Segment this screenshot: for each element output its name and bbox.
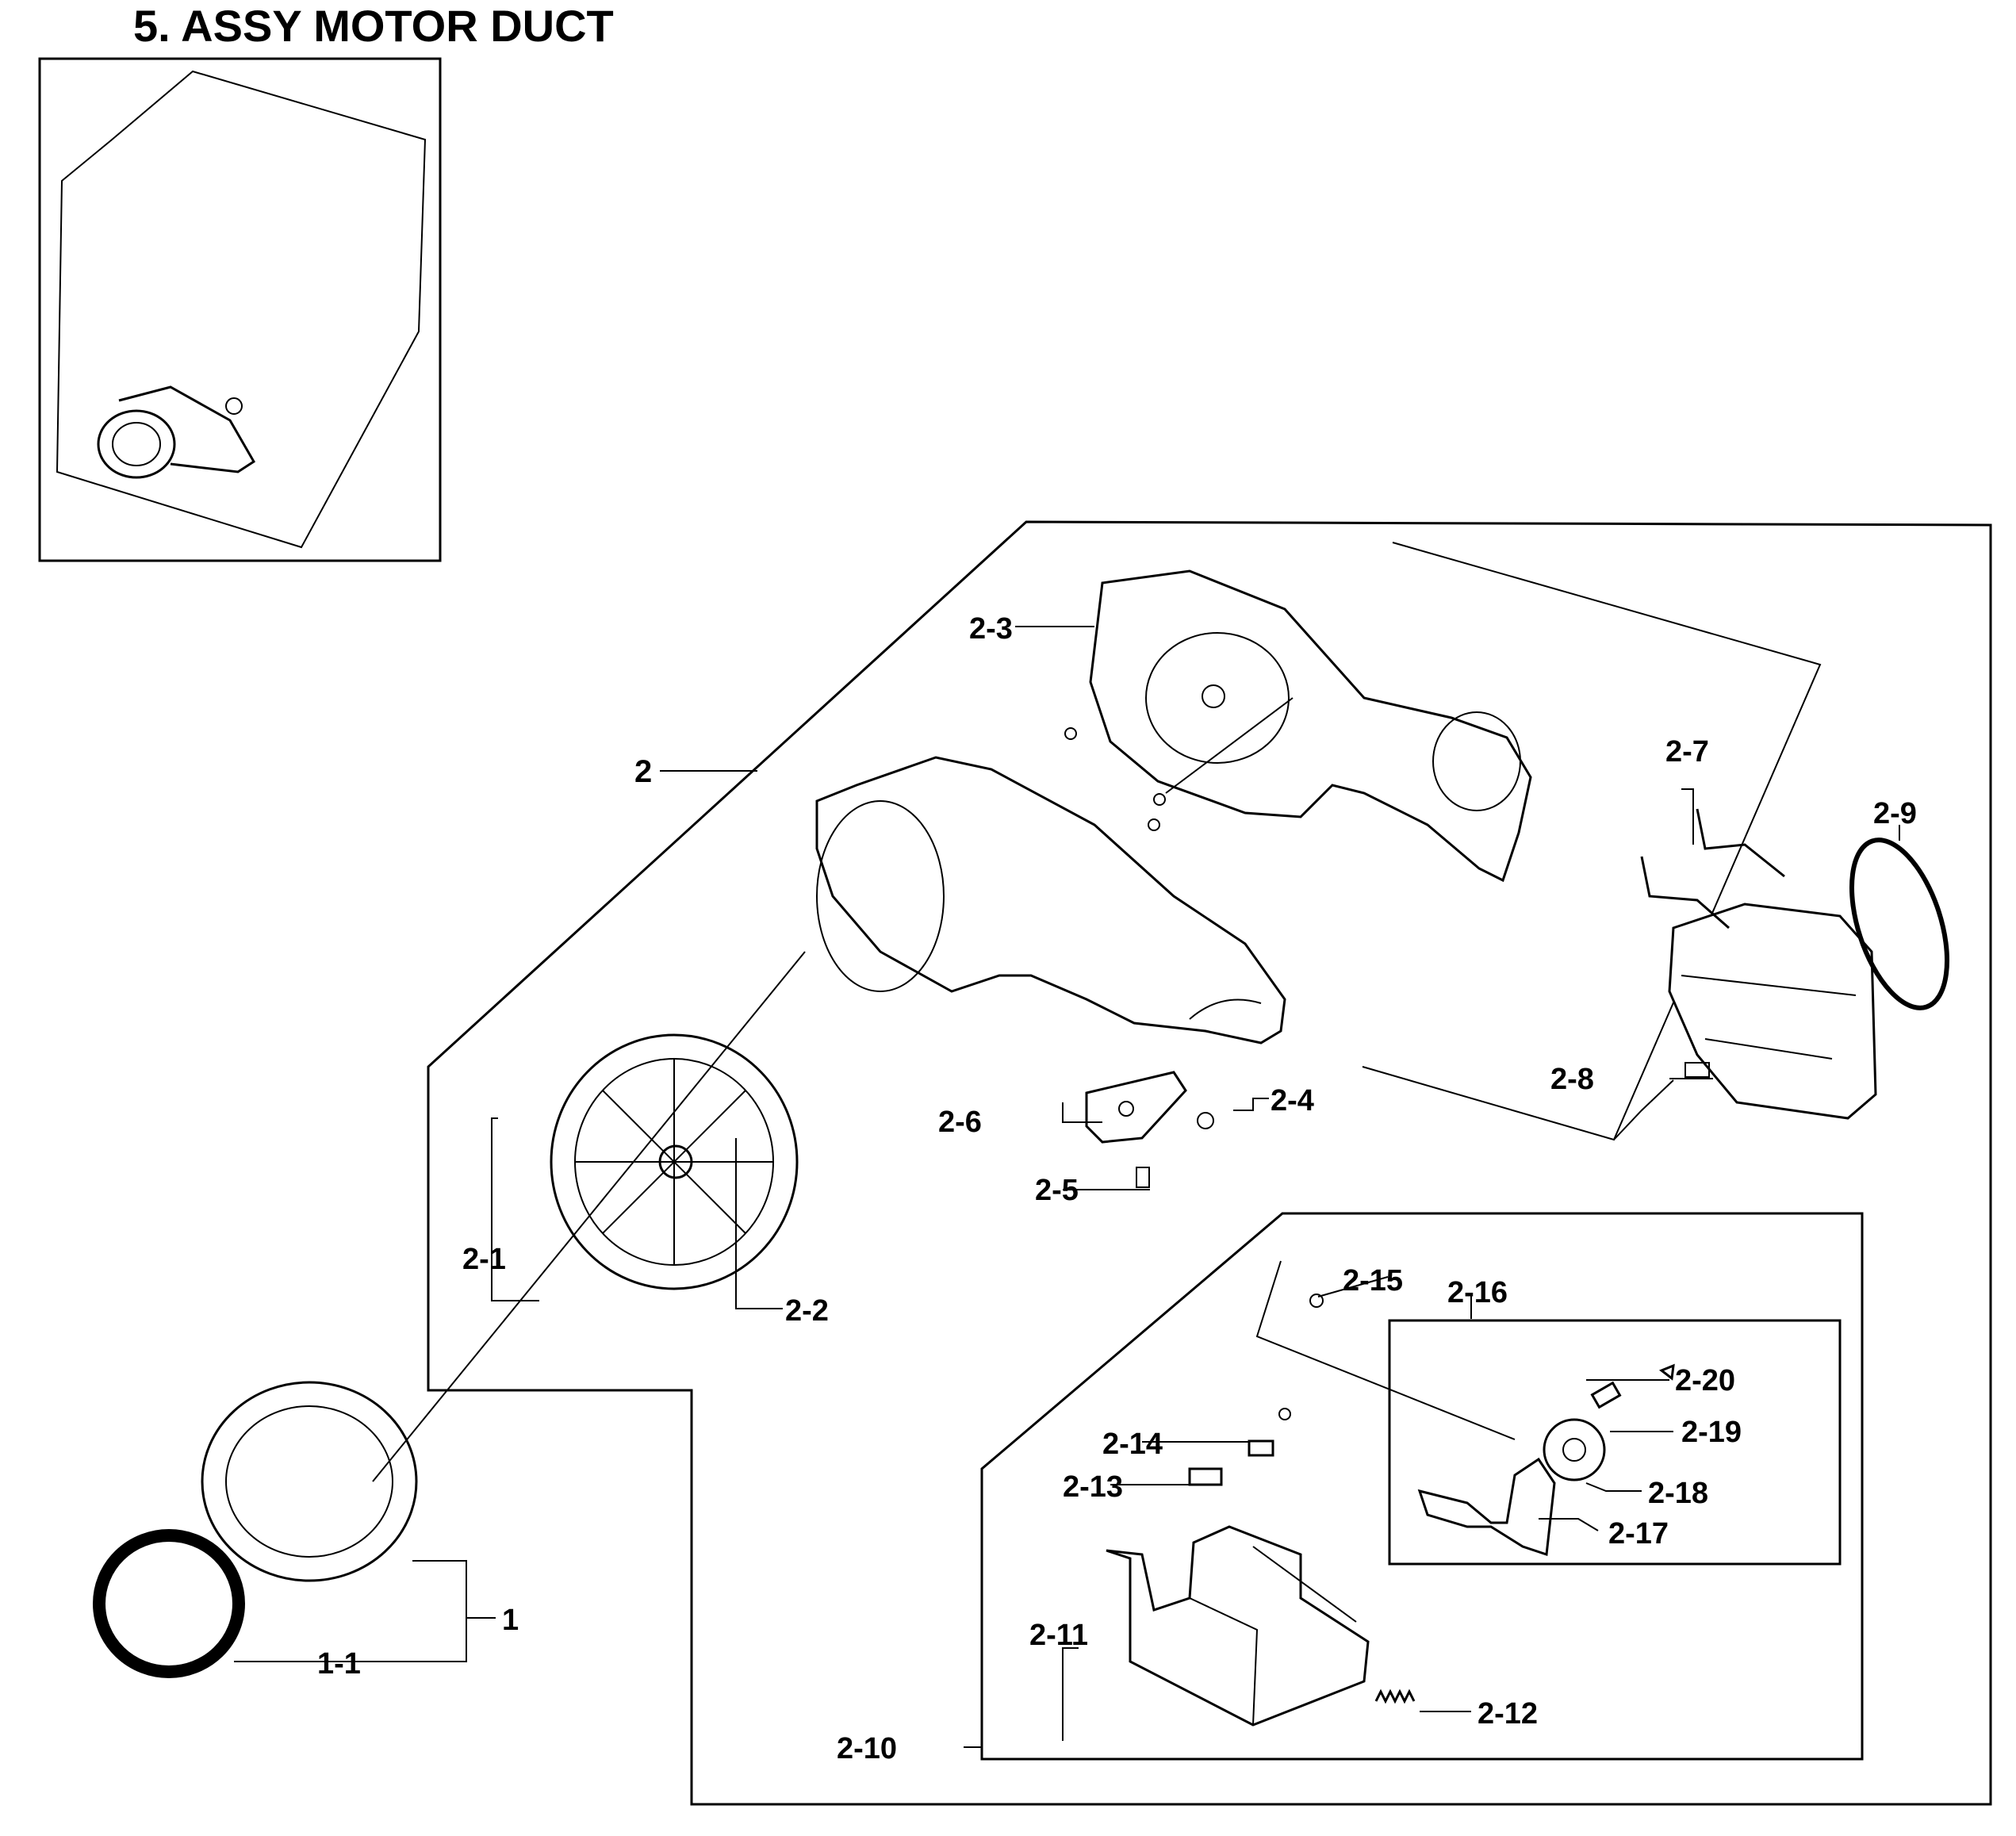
callout-2-10: 2-10 bbox=[837, 1732, 897, 1765]
callout-1: 1 bbox=[502, 1604, 519, 1637]
inset-frame bbox=[38, 57, 442, 562]
callout-2-7: 2-7 bbox=[1665, 735, 1709, 769]
callout-2-11: 2-11 bbox=[1029, 1619, 1088, 1652]
callout-2-14: 2-14 bbox=[1102, 1428, 1163, 1461]
callout-2-4: 2-4 bbox=[1271, 1084, 1314, 1117]
motor-clamps bbox=[1640, 808, 1785, 929]
drive-belt bbox=[1849, 838, 1950, 1010]
callout-labels: 2 2-1 2-2 2-3 2-4 2-5 2-6 2-7 2-8 2-9 2-… bbox=[317, 612, 1917, 1765]
idler-assembly bbox=[1309, 1294, 1675, 1557]
callout-2-3: 2-3 bbox=[969, 612, 1013, 646]
callout-2-18: 2-18 bbox=[1648, 1477, 1708, 1510]
assembly-2-10-boundary bbox=[980, 1212, 1864, 1761]
drive-motor bbox=[1668, 903, 1877, 1120]
blower-wheel bbox=[550, 1033, 799, 1290]
callout-2-15: 2-15 bbox=[1343, 1264, 1403, 1297]
callout-2-8: 2-8 bbox=[1550, 1063, 1594, 1096]
motor-plane bbox=[1362, 542, 1822, 1141]
callout-2-19: 2-19 bbox=[1681, 1416, 1742, 1449]
front-bearing-plate bbox=[201, 1381, 418, 1582]
callout-2-17: 2-17 bbox=[1608, 1517, 1669, 1550]
callout-2-20: 2-20 bbox=[1675, 1364, 1735, 1397]
seal-ring bbox=[93, 1529, 245, 1678]
inset-blower-assembly bbox=[97, 385, 256, 479]
assembly-2-16-boundary bbox=[1388, 1319, 1842, 1566]
callout-2: 2 bbox=[634, 754, 652, 789]
callout-2-1: 2-1 bbox=[462, 1243, 506, 1276]
rear-blower-housing bbox=[1064, 569, 1532, 883]
dryer-cabinet-outline bbox=[56, 70, 427, 549]
assembly-2-boundary bbox=[427, 520, 1992, 1806]
callout-2-16: 2-16 bbox=[1447, 1276, 1508, 1309]
callout-2-9: 2-9 bbox=[1873, 797, 1917, 830]
tension-spring bbox=[1374, 1688, 1416, 1704]
front-blower-housing bbox=[815, 756, 1286, 1044]
motor-mount-bracket bbox=[1106, 1525, 1370, 1727]
callout-2-6: 2-6 bbox=[938, 1106, 982, 1139]
callout-2-13: 2-13 bbox=[1063, 1470, 1123, 1504]
thermostat-bracket bbox=[1085, 1071, 1214, 1188]
switch-parts bbox=[1188, 1408, 1291, 1486]
diagram-title: 5. ASSY MOTOR DUCT bbox=[133, 1, 614, 51]
callout-2-12: 2-12 bbox=[1478, 1697, 1538, 1731]
callout-2-5: 2-5 bbox=[1035, 1174, 1079, 1207]
overview-inset bbox=[38, 57, 442, 562]
callout-1-1: 1-1 bbox=[317, 1647, 361, 1681]
callout-2-2: 2-2 bbox=[785, 1294, 829, 1328]
leader-lines bbox=[234, 626, 1900, 1748]
